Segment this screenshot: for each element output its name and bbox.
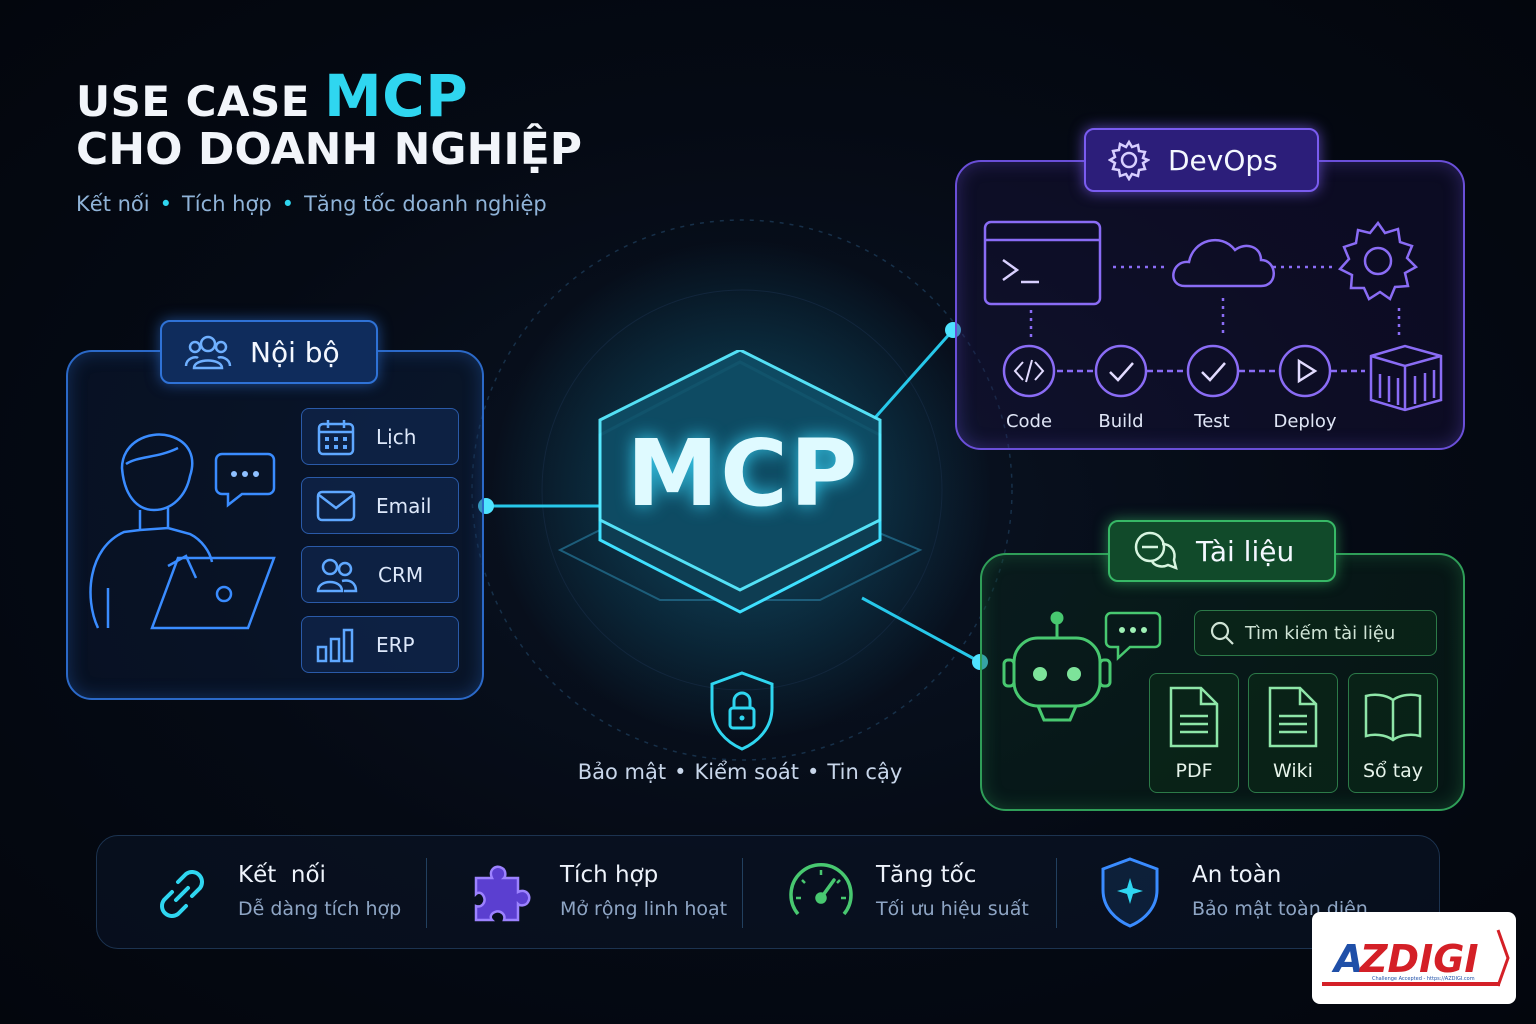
doc-label: Wiki (1273, 760, 1313, 782)
doc-label: PDF (1175, 760, 1213, 782)
step-deploy-label: Deploy (1273, 411, 1337, 432)
mcp-hexagon (557, 350, 923, 614)
chat-icon (1134, 531, 1178, 571)
feature-tang-toc: Tăng tốc Tối ưu hiệu suất (876, 862, 1029, 920)
tag-noi-bo-label: Nội bộ (250, 335, 340, 369)
search-placeholder: Tìm kiếm tài liệu (1245, 622, 1396, 644)
subtitle-item: Kết nối (76, 192, 150, 216)
file-icon (1169, 686, 1219, 748)
link-icon (160, 870, 204, 918)
tag-tai-lieu[interactable]: Tài liệu (1108, 520, 1336, 582)
doc-label: Sổ tay (1362, 760, 1424, 782)
feature-subtitle: Mở rộng linh hoạt (560, 898, 728, 920)
calendar-icon (317, 419, 355, 455)
tag-tai-lieu-label: Tài liệu (1196, 534, 1295, 568)
feature-subtitle: Dễ dàng tích hợp (238, 898, 402, 920)
page-title-line2: CHO DOANH NGHIỆP (76, 124, 583, 175)
doc-so-tay[interactable]: Sổ tay (1348, 673, 1438, 793)
feature-subtitle: Tối ưu hiệu suất (876, 898, 1029, 920)
connector-devops (871, 329, 955, 421)
feature-ket-noi: Kết nối Dễ dàng tích hợp (238, 862, 401, 920)
users-icon (184, 335, 232, 370)
feature-bar (96, 835, 1440, 949)
subtitle-separator: • (159, 192, 172, 216)
security-separator: • (674, 760, 687, 784)
robot-icon (1002, 611, 1112, 722)
step-test-label: Test (1194, 411, 1230, 432)
app-label: Email (376, 493, 432, 518)
feature-title: Tích hợp (560, 862, 659, 888)
subtitle-separator: • (281, 192, 295, 216)
tag-devops-label: DevOps (1168, 143, 1278, 177)
subtitle-item: Tăng tốc doanh nghiệp (304, 192, 547, 216)
divider (742, 858, 743, 928)
step-code-label: Code (1005, 411, 1053, 432)
document-search[interactable]: Tìm kiếm tài liệu (1194, 610, 1437, 656)
chat-bubble-icon (1104, 611, 1162, 661)
subtitle-item: Tích hợp (181, 192, 272, 216)
app-label: ERP (376, 632, 415, 657)
subtitle: Kết nối • Tích hợp • Tăng tốc doanh nghiệp (76, 192, 547, 216)
app-email[interactable]: Email (301, 477, 459, 534)
azdigi-logo-mark: A ZDIGI Challenge Accepted - https://AZD… (1322, 926, 1510, 990)
security-item: Tin cậy (827, 760, 903, 784)
doc-wiki[interactable]: Wiki (1248, 673, 1338, 793)
feature-title: Tăng tốc (876, 862, 977, 888)
security-separator: • (807, 760, 820, 784)
tag-devops[interactable]: DevOps (1084, 128, 1319, 192)
title-prefix: USE CASE (76, 77, 310, 126)
doc-pdf[interactable]: PDF (1149, 673, 1239, 793)
divider (1056, 858, 1057, 928)
azdigi-logo: A ZDIGI Challenge Accepted - https://AZD… (1312, 912, 1516, 1004)
devops-pipeline (983, 220, 1443, 412)
speedometer-icon (789, 862, 853, 916)
title-highlight: MCP (323, 62, 469, 130)
connector-tailieu (861, 596, 981, 664)
gear-icon (1108, 139, 1150, 181)
svg-text:A: A (1331, 937, 1363, 981)
book-icon (1364, 693, 1422, 742)
security-line: Bảo mật • Kiểm soát • Tin cậy (560, 760, 920, 784)
divider (426, 858, 427, 928)
app-label: Lịch (376, 424, 417, 449)
step-build-label: Build (1098, 411, 1144, 432)
app-label: CRM (378, 562, 424, 587)
feature-title: Kết nối (238, 862, 326, 888)
mail-icon (316, 490, 356, 521)
page-title: USE CASE MCP (76, 62, 468, 130)
security-item: Bảo mật (577, 760, 667, 784)
file-icon (1268, 686, 1318, 748)
puzzle-icon (474, 865, 531, 922)
app-erp[interactable]: ERP (301, 616, 459, 673)
security-item: Kiểm soát (694, 760, 800, 784)
shield-icon (1101, 857, 1159, 928)
mcp-label: MCP (626, 420, 860, 527)
users-icon (316, 558, 358, 592)
feature-tich-hop: Tích hợp Mở rộng linh hoạt (560, 862, 727, 920)
person-laptop-illustration (89, 433, 276, 630)
app-lich[interactable]: Lịch (301, 408, 459, 465)
search-icon (1210, 621, 1234, 645)
lock-shield-icon (710, 671, 774, 751)
svg-text:Challenge Accepted - https://A: Challenge Accepted - https://AZDIGI.com (1372, 976, 1475, 982)
svg-text:ZDIGI: ZDIGI (1359, 937, 1479, 981)
chat-bubble-icon (214, 452, 276, 508)
feature-title: An toàn (1192, 862, 1282, 888)
app-crm[interactable]: CRM (301, 546, 459, 603)
bar-chart-icon (316, 628, 354, 662)
tag-noi-bo[interactable]: Nội bộ (160, 320, 378, 384)
